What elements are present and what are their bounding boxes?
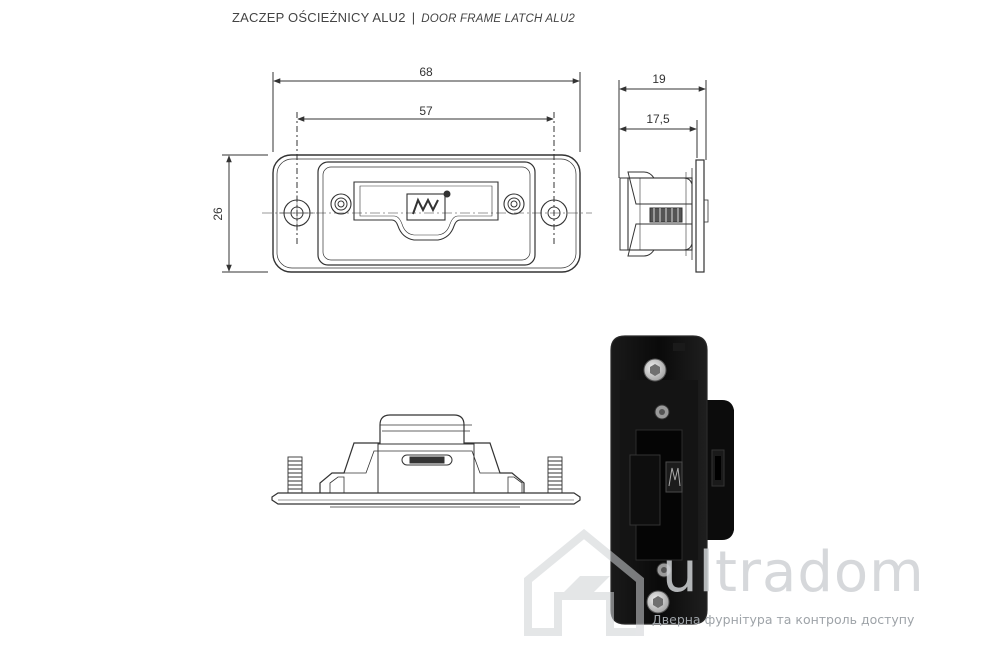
watermark-brand: ultradom bbox=[662, 540, 925, 605]
drawing-title: ZACZEP OŚCIEŻNICY ALU2 | DOOR FRAME LATCH … bbox=[232, 10, 575, 25]
dim-overall-width: 68 bbox=[419, 65, 433, 79]
bolt-left bbox=[287, 456, 303, 494]
bottom-view bbox=[271, 414, 581, 508]
dim-height: 26 bbox=[211, 207, 225, 221]
watermark-tagline: Дверна фурнітура та контроль доступу bbox=[652, 612, 915, 627]
title-separator: | bbox=[411, 10, 416, 25]
side-view bbox=[618, 80, 709, 273]
dim-hole-spacing: 57 bbox=[419, 104, 433, 118]
bolt-right bbox=[547, 456, 563, 494]
dim-depth-total: 19 bbox=[652, 72, 666, 86]
product-render bbox=[610, 335, 734, 625]
title-english: DOOR FRAME LATCH ALU2 bbox=[421, 13, 576, 25]
watermark-house-icon bbox=[524, 528, 644, 636]
dim-depth-body: 17,5 bbox=[646, 112, 670, 126]
front-view bbox=[222, 72, 592, 273]
title-polish: ZACZEP OŚCIEŻNICY ALU2 bbox=[232, 10, 406, 25]
